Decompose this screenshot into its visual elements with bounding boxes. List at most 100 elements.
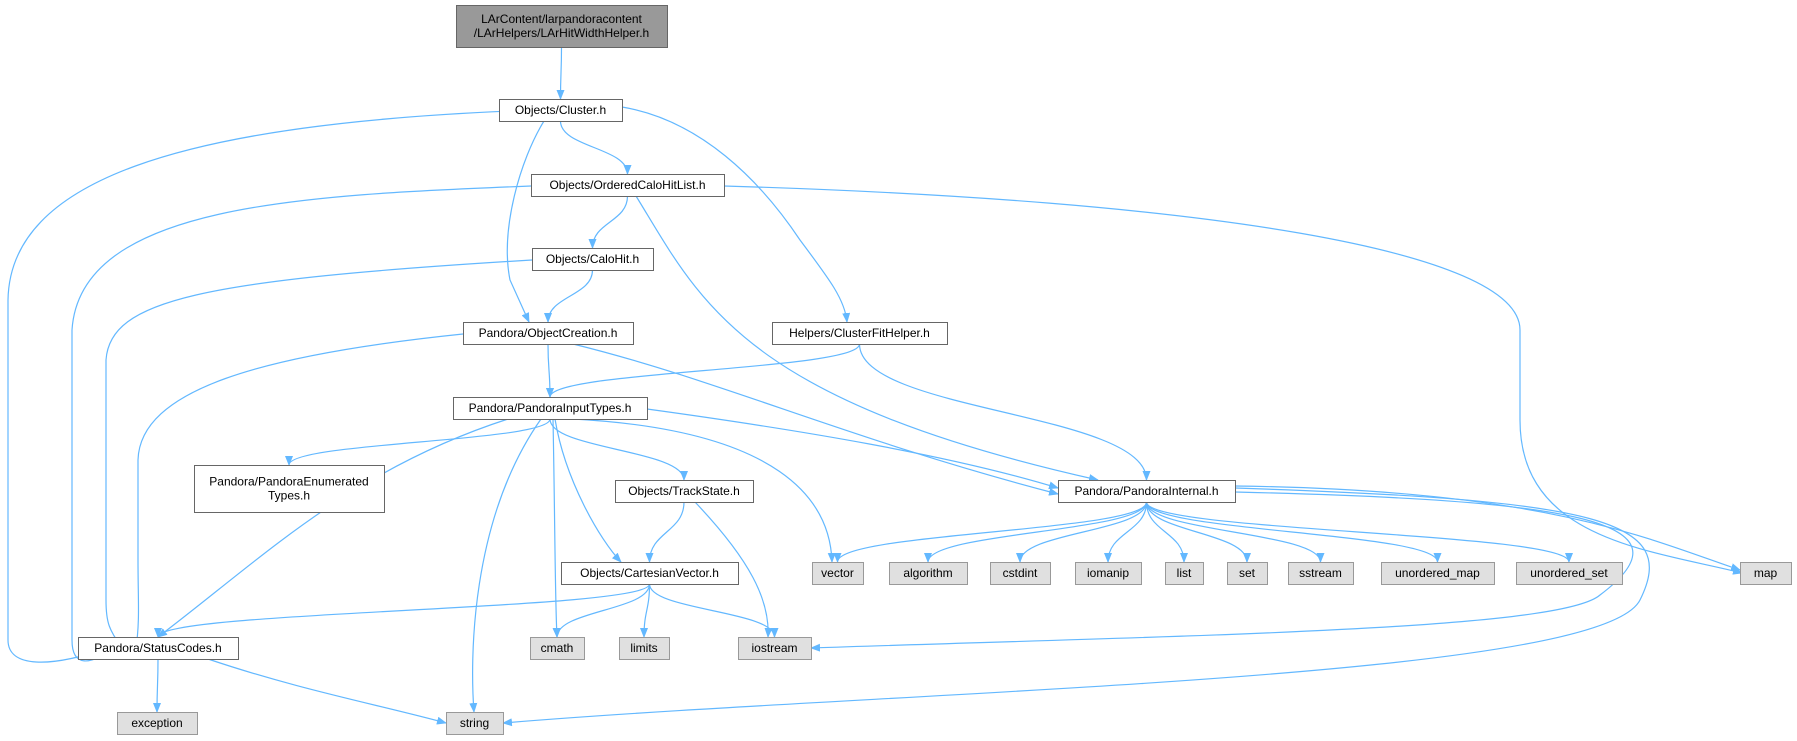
edge-trackstate-to-iostream	[694, 501, 773, 638]
node-ordered[interactable]: Objects/OrderedCaloHitList.h	[531, 174, 725, 197]
edge-cluster-to-ordered	[559, 120, 632, 175]
edge-inputtypes-to-internal	[646, 408, 1059, 490]
node-list: list	[1165, 562, 1204, 585]
node-cmath: cmath	[530, 637, 585, 660]
edge-objcreation-to-internal	[572, 343, 1059, 496]
node-label-calohit: Objects/CaloHit.h	[546, 252, 639, 266]
edge-objcreation-to-statuscodes	[133, 333, 464, 649]
node-label-limits: limits	[630, 641, 657, 655]
edge-ordered-to-statuscodes	[71, 185, 532, 662]
edge-inputtypes-to-statuscodes	[157, 418, 509, 638]
node-label-list: list	[1177, 566, 1192, 580]
node-label-cstdint: cstdint	[1003, 566, 1038, 580]
edges-layer	[7, 46, 1743, 727]
node-label-unordered_map: unordered_map	[1395, 566, 1480, 580]
edge-cluster-to-statuscodes	[7, 110, 512, 663]
node-label-set: set	[1239, 566, 1256, 580]
edge-internal-to-map	[1234, 485, 1741, 571]
edge-trackstate-to-cartesian	[645, 501, 685, 563]
node-box-cmath	[530, 637, 585, 660]
node-box-map	[1740, 562, 1792, 585]
node-iomanip: iomanip	[1075, 562, 1142, 585]
edge-internal-to-sstream	[1145, 501, 1325, 563]
node-statuscodes[interactable]: Pandora/StatusCodes.h	[78, 637, 239, 660]
edge-cartesian-to-cmath	[553, 583, 651, 638]
node-label-cluster: Objects/Cluster.h	[515, 103, 606, 117]
node-box-statuscodes	[78, 637, 239, 660]
node-box-cluster	[499, 99, 623, 122]
edge-root-to-cluster	[556, 46, 565, 100]
node-cluster[interactable]: Objects/Cluster.h	[499, 99, 623, 122]
node-label-iostream: iostream	[751, 641, 797, 655]
node-label-root-line1: LArContent/larpandoracontent	[481, 12, 642, 26]
node-root: LArContent/larpandoracontent/LArHelpers/…	[456, 5, 668, 48]
edge-ordered-to-calohit	[588, 195, 629, 249]
node-box-trackstate	[615, 480, 754, 503]
node-internal[interactable]: Pandora/PandoraInternal.h	[1058, 480, 1236, 503]
node-objcreation[interactable]: Pandora/ObjectCreation.h	[463, 322, 634, 345]
edge-inputtypes-to-vector	[572, 418, 836, 563]
node-box-set	[1227, 562, 1268, 585]
node-box-clusterfit	[772, 322, 948, 345]
edge-internal-to-algorithm	[924, 501, 1148, 563]
node-label-map: map	[1754, 566, 1778, 580]
node-box-enumerated	[194, 465, 385, 513]
edge-objcreation-to-inputtypes	[545, 343, 554, 398]
node-iostream: iostream	[738, 637, 812, 660]
edge-inputtypes-to-cmath	[552, 418, 561, 638]
node-calohit[interactable]: Objects/CaloHit.h	[532, 248, 654, 271]
node-label-iomanip: iomanip	[1087, 566, 1129, 580]
node-unordered_set: unordered_set	[1516, 562, 1623, 585]
edge-internal-to-set	[1145, 501, 1251, 563]
edge-calohit-to-statuscodes	[105, 259, 533, 649]
edge-internal-to-unordered_set	[1145, 501, 1573, 563]
node-trackstate[interactable]: Objects/TrackState.h	[615, 480, 754, 503]
node-label-string: string	[460, 716, 489, 730]
edge-statuscodes-to-exception	[153, 658, 162, 713]
node-label-statuscodes: Pandora/StatusCodes.h	[94, 641, 221, 655]
node-box-objcreation	[463, 322, 634, 345]
node-box-unordered_set	[1516, 562, 1623, 585]
node-label-cartesian: Objects/CartesianVector.h	[580, 566, 719, 580]
edge-calohit-to-objcreation	[544, 269, 594, 323]
node-exception: exception	[117, 712, 198, 735]
node-label-objcreation: Pandora/ObjectCreation.h	[479, 326, 618, 340]
edge-inputtypes-to-enumerated	[285, 418, 551, 466]
node-label-exception: exception	[131, 716, 182, 730]
edge-clusterfit-to-internal	[858, 343, 1151, 481]
node-clusterfit[interactable]: Helpers/ClusterFitHelper.h	[772, 322, 948, 345]
edge-inputtypes-to-trackstate	[549, 418, 688, 481]
node-label-clusterfit: Helpers/ClusterFitHelper.h	[789, 326, 930, 340]
node-label-ordered: Objects/OrderedCaloHitList.h	[549, 178, 705, 192]
edge-internal-to-vector	[833, 501, 1148, 563]
node-string: string	[446, 712, 504, 735]
node-label-sstream: sstream	[1299, 566, 1342, 580]
node-label-root-line2: /LArHelpers/LArHitWidthHelper.h	[474, 26, 649, 40]
node-box-string	[446, 712, 504, 735]
edge-internal-to-list	[1145, 501, 1188, 563]
node-algorithm: algorithm	[889, 562, 968, 585]
node-label-algorithm: algorithm	[903, 566, 952, 580]
edge-ordered-to-internal	[635, 195, 1099, 482]
node-limits: limits	[619, 637, 670, 660]
edge-cluster-to-clusterfit	[621, 106, 851, 323]
node-box-iostream	[738, 637, 812, 660]
node-label-enumerated-line2: Types.h	[268, 489, 310, 503]
node-box-algorithm	[889, 562, 968, 585]
node-box-unordered_map	[1381, 562, 1495, 585]
node-label-vector: vector	[821, 566, 854, 580]
edge-cartesian-to-iostream	[648, 583, 779, 638]
edge-cartesian-to-limits	[640, 583, 651, 638]
node-label-internal: Pandora/PandoraInternal.h	[1074, 484, 1218, 498]
node-label-unordered_set: unordered_set	[1530, 566, 1608, 580]
node-inputtypes[interactable]: Pandora/PandoraInputTypes.h	[453, 397, 648, 420]
node-label-cmath: cmath	[541, 641, 574, 655]
edge-internal-to-iostream	[810, 491, 1634, 652]
node-set: set	[1227, 562, 1268, 585]
node-label-trackstate: Objects/TrackState.h	[628, 484, 740, 498]
edge-inputtypes-to-string	[469, 418, 542, 713]
node-cartesian[interactable]: Objects/CartesianVector.h	[561, 562, 739, 585]
edge-cluster-to-objcreation	[506, 120, 545, 323]
